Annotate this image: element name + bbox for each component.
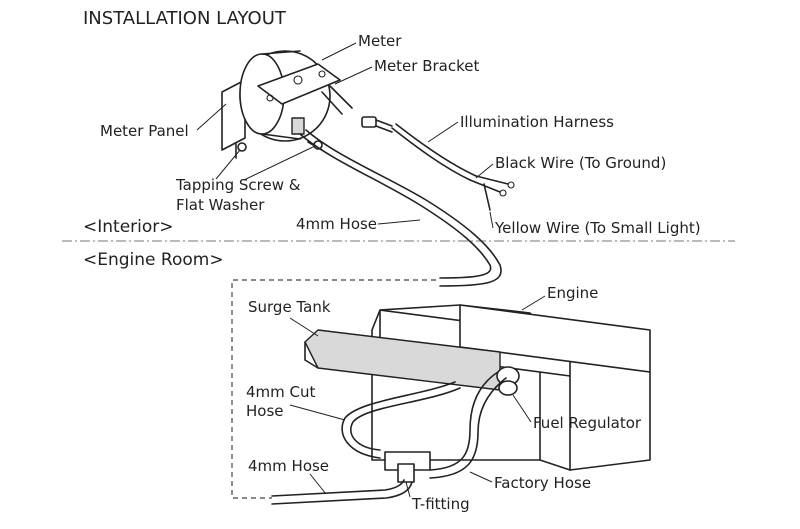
hose-4mm-interior — [299, 133, 492, 279]
label-tapping-screw-line1: Tapping Screw & — [175, 176, 301, 194]
section-engine-room: <Engine Room> — [83, 250, 224, 270]
hose-routing-dashed — [231, 279, 436, 499]
label-meter-panel: Meter Panel — [100, 122, 189, 140]
diagram-title: INSTALLATION LAYOUT — [83, 8, 287, 29]
label-meter: Meter — [358, 32, 402, 50]
label-factory-hose: Factory Hose — [494, 474, 591, 492]
fuel-regulator — [496, 366, 520, 396]
label-t-fitting: T-fitting — [411, 495, 470, 513]
cut-hose-4mm — [341, 381, 456, 459]
leader-lines — [196, 42, 546, 498]
label-cut-hose-line1: 4mm Cut — [246, 383, 316, 401]
label-surge-tank: Surge Tank — [248, 298, 331, 316]
illumination-harness — [361, 116, 515, 211]
label-meter-bracket: Meter Bracket — [374, 57, 479, 75]
t-fitting — [384, 451, 431, 483]
label-black-wire: Black Wire (To Ground) — [495, 154, 666, 172]
factory-hose — [429, 371, 499, 471]
label-hose-4mm-bottom: 4mm Hose — [248, 457, 329, 475]
label-engine: Engine — [547, 284, 598, 302]
hose-4mm-engine — [271, 479, 405, 497]
label-tapping-screw-line2: Flat Washer — [176, 196, 265, 214]
meter-assembly — [221, 50, 353, 159]
label-illumination-harness: Illumination Harness — [460, 113, 614, 131]
section-interior: <Interior> — [83, 217, 174, 237]
label-hose-4mm-top: 4mm Hose — [296, 215, 377, 233]
label-yellow-wire: Yellow Wire (To Small Light) — [494, 219, 701, 237]
meter-hose-fitting — [291, 117, 305, 135]
label-fuel-regulator: Fuel Regulator — [533, 414, 642, 432]
label-cut-hose-line2: Hose — [246, 402, 284, 420]
